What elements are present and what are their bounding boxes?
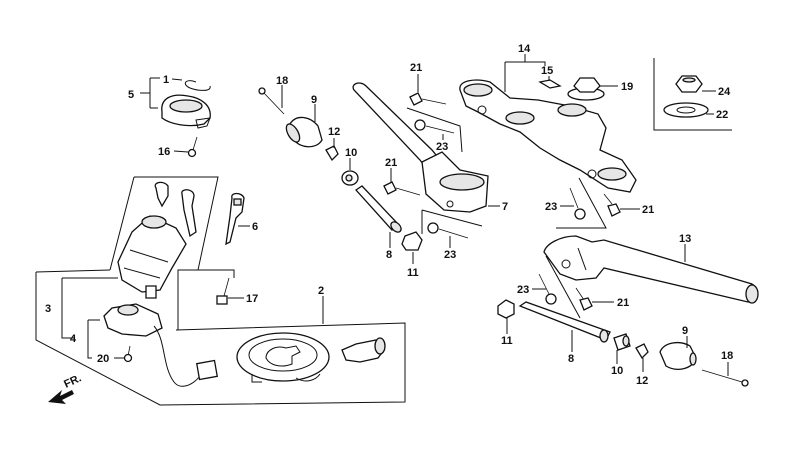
nut-11-left-part bbox=[401, 231, 423, 251]
callout-10-left: 10 bbox=[345, 147, 357, 159]
rubber-10-left-part bbox=[341, 170, 359, 186]
clip-12-left-part bbox=[325, 145, 339, 162]
stem-nut-19-part bbox=[567, 77, 605, 101]
bolt-23-bridge-part bbox=[569, 187, 586, 220]
callout-2: 2 bbox=[318, 285, 324, 297]
bolt-21-upper-part bbox=[409, 92, 447, 106]
callout-21-mid: 21 bbox=[385, 157, 397, 169]
key-set-part bbox=[117, 181, 197, 299]
blank-key-part bbox=[225, 192, 245, 246]
callout-16: 16 bbox=[158, 146, 170, 158]
callout-23-mid: 23 bbox=[444, 249, 456, 261]
callout-22: 22 bbox=[716, 109, 728, 121]
bolt-23-right-part bbox=[538, 273, 557, 305]
callout-9-right: 9 bbox=[682, 325, 688, 337]
bolt-23-mid-part bbox=[427, 222, 469, 239]
callout-5: 5 bbox=[128, 89, 134, 101]
callout-8-right: 8 bbox=[568, 353, 574, 365]
nut-24-part bbox=[675, 75, 703, 93]
bolt-23-upper-part bbox=[414, 119, 455, 134]
callout-6: 6 bbox=[252, 221, 258, 233]
callout-9-left: 9 bbox=[311, 94, 317, 106]
lock-cylinder-part bbox=[341, 337, 386, 363]
callout-4: 4 bbox=[70, 333, 77, 345]
nut-11-right-part bbox=[497, 299, 515, 319]
lock-cap-part bbox=[161, 94, 211, 129]
callout-7: 7 bbox=[502, 201, 508, 213]
callout-14: 14 bbox=[518, 43, 531, 55]
callout-1: 1 bbox=[163, 74, 169, 86]
callout-21-upper: 21 bbox=[410, 62, 422, 74]
shaft-8-right-part bbox=[518, 301, 611, 343]
callout-15: 15 bbox=[541, 65, 553, 77]
callout-11-right: 11 bbox=[501, 335, 513, 347]
callout-13: 13 bbox=[679, 233, 691, 245]
callout-23-right: 23 bbox=[517, 284, 529, 296]
bolt-21-mid-part bbox=[383, 181, 421, 196]
clip-12-right-part bbox=[635, 343, 649, 360]
callout-18-left: 18 bbox=[276, 75, 288, 87]
fuel-cap-part bbox=[236, 332, 330, 383]
callout-19: 19 bbox=[621, 81, 633, 93]
screw-16-part bbox=[187, 136, 198, 158]
front-direction-label: FR. bbox=[62, 372, 83, 390]
callout-8-left: 8 bbox=[386, 249, 392, 261]
bolt-17-part bbox=[216, 277, 230, 305]
washer-22-part bbox=[663, 102, 709, 118]
left-handlebar-part bbox=[352, 82, 489, 213]
plate-15-part bbox=[538, 79, 562, 89]
top-bridge-part bbox=[459, 79, 637, 193]
callout-21-right: 21 bbox=[617, 297, 629, 309]
right-handlebar-part bbox=[543, 235, 759, 304]
rubber-10-right-part bbox=[613, 333, 631, 351]
screw-20-part bbox=[123, 345, 133, 363]
bolt-21-bridge-part bbox=[603, 193, 621, 217]
callout-23-upper: 23 bbox=[436, 141, 448, 153]
callout-24: 24 bbox=[718, 86, 731, 98]
screw-18-left-part bbox=[258, 87, 285, 115]
callout-17: 17 bbox=[246, 293, 258, 305]
bar-weight-9-right-part bbox=[659, 341, 697, 370]
callout-23-bridge: 23 bbox=[545, 201, 557, 213]
callout-3: 3 bbox=[45, 303, 51, 315]
callout-12-left: 12 bbox=[328, 126, 340, 138]
snap-ring-part bbox=[184, 80, 211, 91]
callout-10-right: 10 bbox=[611, 365, 623, 377]
ignition-contact-part bbox=[103, 303, 219, 387]
callout-18-right: 18 bbox=[721, 350, 733, 362]
callout-11-left: 11 bbox=[407, 267, 419, 279]
shaft-8-left-part bbox=[355, 185, 402, 233]
callout-12-right: 12 bbox=[636, 375, 648, 387]
callout-20: 20 bbox=[97, 353, 109, 365]
callout-21-bridge: 21 bbox=[642, 204, 654, 216]
screw-18-right-part bbox=[701, 369, 749, 387]
bolt-21-right-part bbox=[575, 287, 593, 311]
bar-weight-9-left-part bbox=[285, 116, 323, 148]
front-direction-arrow: FR. bbox=[48, 372, 83, 404]
